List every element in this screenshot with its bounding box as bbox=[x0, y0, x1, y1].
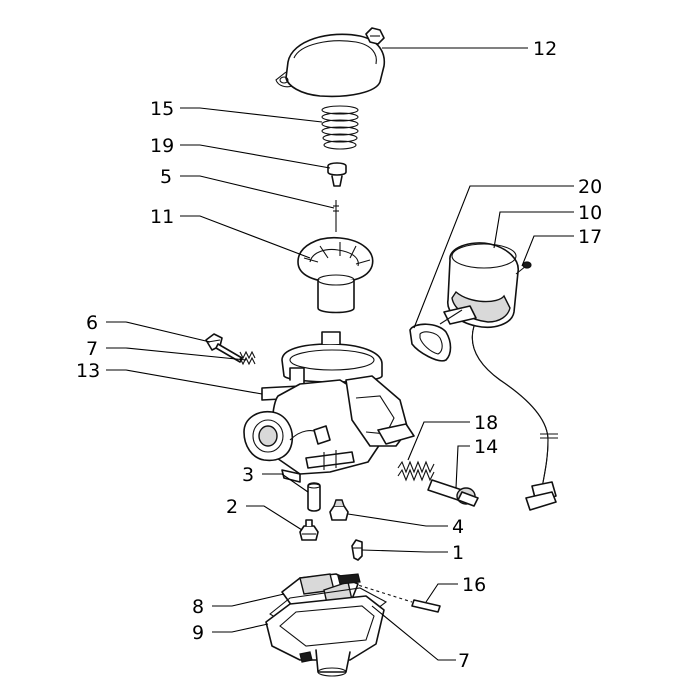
leader-lines bbox=[106, 47, 574, 661]
part-spring-15 bbox=[321, 105, 359, 150]
part-float-bowl-9 bbox=[265, 595, 385, 677]
part-diaphragm-11 bbox=[297, 237, 374, 314]
part-float-needle-1 bbox=[351, 539, 363, 561]
part-retainer-19 bbox=[327, 162, 347, 187]
callout-7-lower: 7 bbox=[458, 650, 470, 672]
callout-17: 17 bbox=[578, 226, 602, 248]
part-pilot-jet-4 bbox=[329, 499, 349, 521]
callout-5: 5 bbox=[160, 166, 172, 188]
callout-18: 18 bbox=[474, 412, 498, 434]
part-screw-17 bbox=[515, 261, 532, 275]
part-cover-12 bbox=[275, 27, 386, 98]
callout-7-upper: 7 bbox=[86, 338, 98, 360]
part-main-jet-2 bbox=[299, 519, 319, 541]
part-spring-7-upper bbox=[239, 350, 256, 366]
callout-9: 9 bbox=[192, 622, 204, 644]
part-carburetor-body-13 bbox=[243, 331, 415, 483]
callout-13: 13 bbox=[76, 360, 100, 382]
callout-16: 16 bbox=[462, 574, 486, 596]
part-plunger-14 bbox=[427, 479, 479, 507]
callout-10: 10 bbox=[578, 202, 602, 224]
callout-3: 3 bbox=[242, 464, 254, 486]
callout-6: 6 bbox=[86, 312, 98, 334]
part-spring-18 bbox=[397, 460, 435, 482]
part-gasket-20 bbox=[409, 323, 452, 362]
choke-wire bbox=[471, 325, 558, 511]
part-needle-5 bbox=[333, 200, 339, 232]
callout-8: 8 bbox=[192, 596, 204, 618]
callout-4: 4 bbox=[452, 516, 464, 538]
part-choke-10 bbox=[439, 242, 519, 328]
callout-11: 11 bbox=[150, 206, 174, 228]
callout-labels: 12 15 19 5 11 20 10 17 6 7 13 18 14 3 2 … bbox=[76, 38, 602, 672]
callout-1: 1 bbox=[452, 542, 464, 564]
part-jet-holder-3 bbox=[307, 482, 321, 512]
callout-19: 19 bbox=[150, 135, 174, 157]
callout-12: 12 bbox=[533, 38, 557, 60]
callout-20: 20 bbox=[578, 176, 602, 198]
callout-15: 15 bbox=[150, 98, 174, 120]
callout-14: 14 bbox=[474, 436, 498, 458]
callout-2: 2 bbox=[226, 496, 238, 518]
